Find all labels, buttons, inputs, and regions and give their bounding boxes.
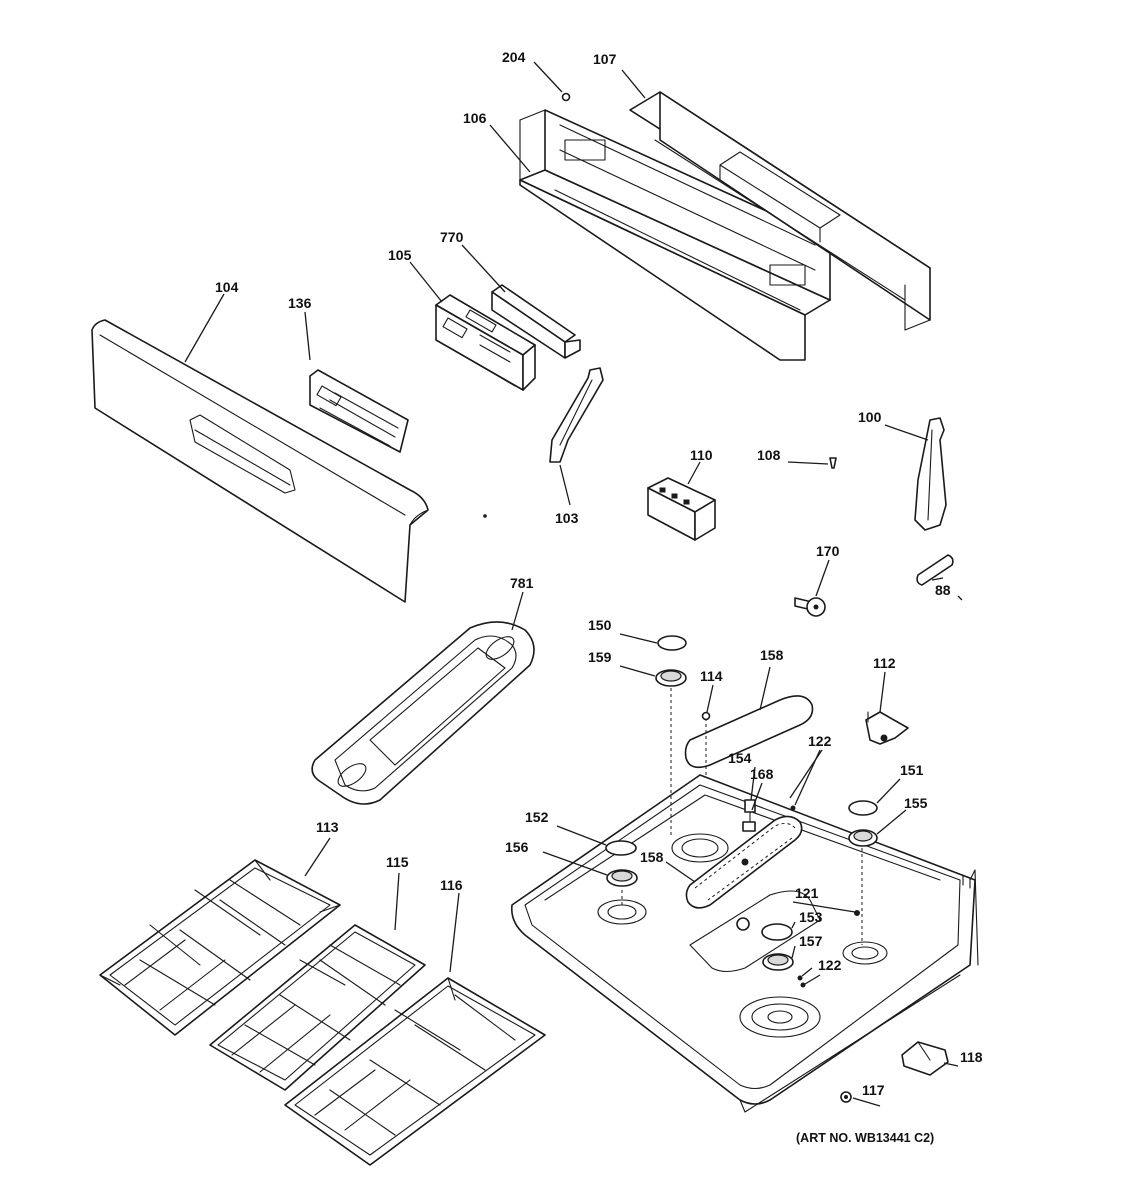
callout-158-top: 158 bbox=[760, 647, 784, 663]
part-122-screw-bottom bbox=[797, 975, 806, 988]
part-114-screw bbox=[701, 711, 711, 721]
callout-155: 155 bbox=[904, 795, 928, 811]
part-cooktop bbox=[510, 774, 979, 1113]
part-110-switch bbox=[647, 477, 716, 541]
callout-110: 110 bbox=[690, 447, 713, 463]
callout-122-bottom: 122 bbox=[818, 957, 842, 973]
callout-168: 168 bbox=[750, 766, 774, 782]
part-108-screw bbox=[829, 457, 837, 469]
leader-lines bbox=[184, 61, 963, 1107]
callout-157: 157 bbox=[799, 933, 823, 949]
callout-114: 114 bbox=[700, 668, 723, 684]
callout-170: 170 bbox=[816, 543, 840, 559]
part-158-oval-burner-gasket bbox=[684, 695, 814, 769]
part-136-overlay bbox=[309, 369, 409, 453]
alignment-lines bbox=[621, 688, 863, 945]
part-113-grate bbox=[99, 859, 341, 1036]
callout-118: 118 bbox=[960, 1049, 983, 1065]
part-116-grate bbox=[284, 977, 546, 1166]
callout-105: 105 bbox=[388, 247, 412, 263]
callout-116: 116 bbox=[440, 877, 463, 893]
part-150-burner-cap bbox=[657, 635, 687, 651]
part-88-clip bbox=[916, 554, 954, 586]
callout-153: 153 bbox=[799, 909, 823, 925]
callout-154: 154 bbox=[728, 750, 752, 766]
part-151-burner-cap bbox=[848, 800, 878, 816]
callout-781: 781 bbox=[510, 575, 534, 591]
part-106-backguard bbox=[519, 109, 831, 361]
part-121-screw bbox=[854, 910, 860, 916]
part-770-bracket bbox=[491, 284, 581, 359]
callout-150: 150 bbox=[588, 617, 612, 633]
callout-115: 115 bbox=[386, 854, 409, 870]
part-153-burner-cap bbox=[761, 923, 793, 941]
art-number: (ART NO. WB13441 C2) bbox=[796, 1131, 934, 1145]
part-158-oval-burner bbox=[685, 815, 803, 909]
part-159-burner-head bbox=[655, 669, 687, 687]
part-122-screw-top bbox=[790, 805, 796, 811]
part-152-burner-cap bbox=[605, 840, 637, 856]
callout-770: 770 bbox=[440, 229, 464, 245]
part-107-backguard-cover bbox=[629, 91, 931, 331]
part-117-nut bbox=[840, 1091, 852, 1103]
callout-107: 107 bbox=[593, 51, 617, 67]
part-115-grate bbox=[209, 924, 426, 1091]
callout-113: 113 bbox=[316, 819, 339, 835]
callout-108: 108 bbox=[757, 447, 781, 463]
part-118-clip bbox=[901, 1041, 949, 1076]
callout-156: 156 bbox=[505, 839, 529, 855]
callout-112: 112 bbox=[873, 655, 896, 671]
callout-151: 151 bbox=[900, 762, 924, 778]
callout-labels: 204 107 106 770 105 104 136 100 108 110 … bbox=[215, 49, 983, 1145]
part-155-burner-head bbox=[848, 829, 878, 847]
callout-106: 106 bbox=[463, 110, 487, 126]
callout-159: 159 bbox=[588, 649, 612, 665]
part-100-end-cap bbox=[914, 417, 947, 531]
callout-204: 204 bbox=[502, 49, 526, 65]
part-112-ignitor bbox=[865, 711, 909, 745]
part-105-control-board bbox=[435, 294, 536, 391]
part-104-control-panel bbox=[91, 319, 487, 603]
part-781-griddle bbox=[311, 621, 535, 805]
part-156-burner-head bbox=[606, 869, 638, 887]
callout-104: 104 bbox=[215, 279, 239, 295]
part-170-screw bbox=[794, 597, 826, 617]
part-103-bracket bbox=[549, 367, 604, 463]
callout-122-top: 122 bbox=[808, 733, 832, 749]
callout-100: 100 bbox=[858, 409, 882, 425]
callout-121: 121 bbox=[795, 885, 819, 901]
part-168-orifice bbox=[742, 799, 756, 832]
callout-158-bottom: 158 bbox=[640, 849, 664, 865]
part-157-burner-head bbox=[762, 953, 794, 971]
callout-88: 88 bbox=[935, 582, 951, 598]
callout-136: 136 bbox=[288, 295, 312, 311]
callout-117: 117 bbox=[862, 1082, 885, 1098]
callout-152: 152 bbox=[525, 809, 549, 825]
part-204-screw bbox=[561, 92, 571, 102]
callout-103: 103 bbox=[555, 510, 579, 526]
